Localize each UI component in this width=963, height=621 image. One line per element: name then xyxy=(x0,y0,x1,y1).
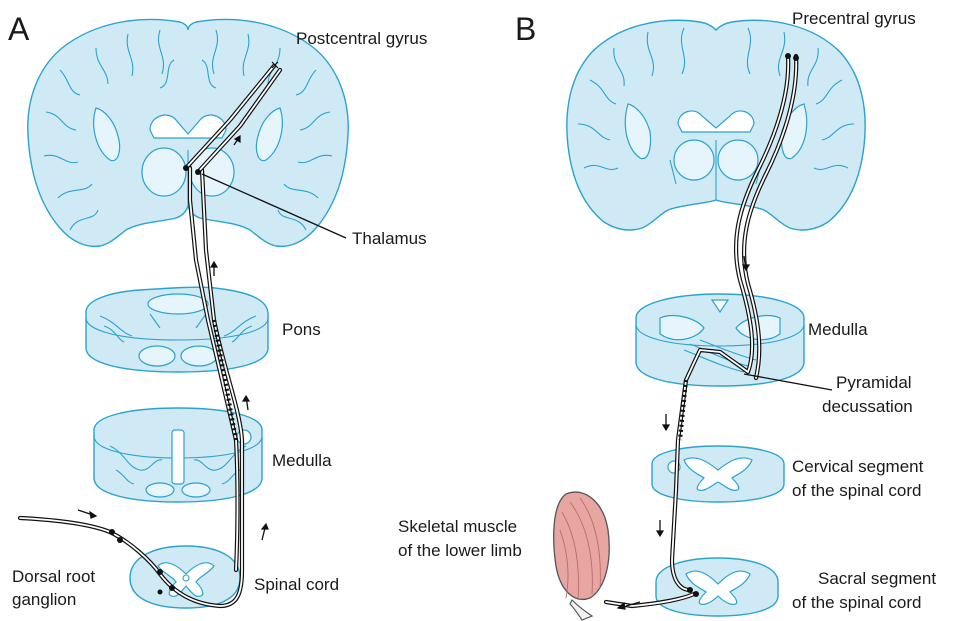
spinal-neuron-dot xyxy=(158,590,163,595)
precentral-neuron-dot xyxy=(785,53,791,59)
label-dorsal-root-2: ganglion xyxy=(12,590,76,609)
label-spinal-cord: Spinal cord xyxy=(254,575,339,594)
label-postcentral-gyrus: Postcentral gyrus xyxy=(296,29,427,48)
thalamus-neuron-dot xyxy=(195,169,201,175)
label-dorsal-root-1: Dorsal root xyxy=(12,567,95,586)
label-pons: Pons xyxy=(282,320,321,339)
ganglion-neuron-dot xyxy=(109,529,115,535)
panel-a-letter: A xyxy=(8,11,30,47)
spinal-neuron-dot xyxy=(157,569,163,575)
label-sacral-1: Sacral segment xyxy=(818,569,936,588)
label-medulla-a: Medulla xyxy=(272,451,332,470)
muscle-belly xyxy=(554,492,610,599)
panel-b-letter: B xyxy=(515,11,536,47)
label-precentral-gyrus: Precentral gyrus xyxy=(792,9,916,28)
label-sacral-2: of the spinal cord xyxy=(792,593,921,612)
label-pyramidal-2: decussation xyxy=(822,397,913,416)
motor-neuron-dot xyxy=(693,591,699,597)
cervical-cord-section xyxy=(652,446,784,502)
label-cervical-1: Cervical segment xyxy=(792,457,924,476)
label-cervical-2: of the spinal cord xyxy=(792,481,921,500)
precentral-neuron-dot xyxy=(793,55,799,61)
motor-neuron-dot xyxy=(687,587,693,593)
label-muscle-2: of the lower limb xyxy=(398,541,522,560)
label-thalamus: Thalamus xyxy=(352,229,427,248)
pons-section xyxy=(86,287,268,372)
label-pyramidal-1: Pyramidal xyxy=(836,373,912,392)
thalamus-neuron-dot xyxy=(183,165,189,171)
brain-section-a xyxy=(28,19,348,246)
medulla-section-b xyxy=(636,294,804,386)
skeletal-muscle xyxy=(554,492,610,620)
label-muscle-1: Skeletal muscle xyxy=(398,517,517,536)
label-medulla-b: Medulla xyxy=(808,320,868,339)
spinal-neuron-dot xyxy=(169,585,175,591)
ganglion-neuron-dot xyxy=(117,537,123,543)
brain-section-b xyxy=(567,20,865,230)
spinal-cord-section-a xyxy=(130,546,240,608)
